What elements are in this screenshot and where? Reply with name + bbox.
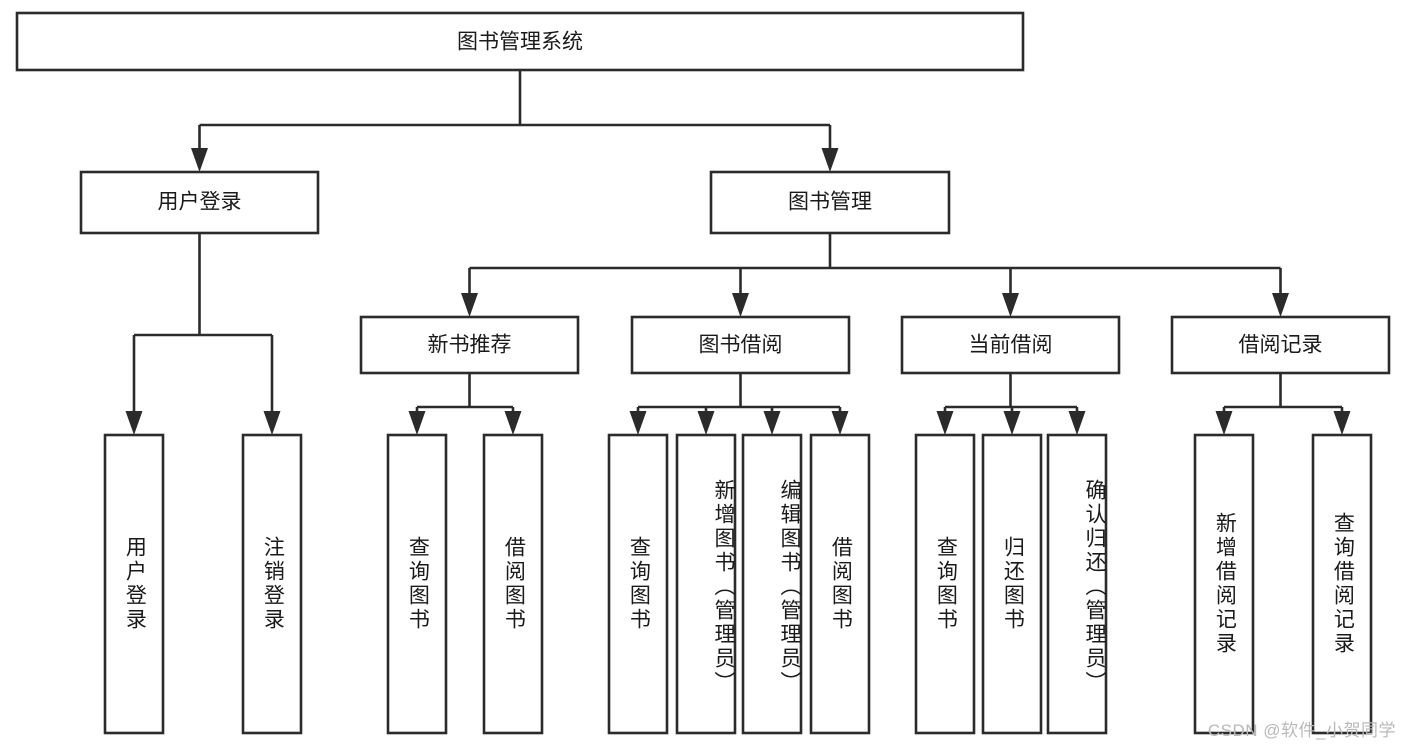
connector-group-user-login xyxy=(125,233,281,435)
leaf-query-record-rect[interactable] xyxy=(1311,433,1373,735)
leaf-query-book-1-rect[interactable] xyxy=(386,433,448,735)
leaf-confirm-return-rect[interactable] xyxy=(1046,433,1108,735)
node-book-borrow[interactable]: 图书借阅 xyxy=(630,315,851,375)
leaf-query-book-2-rect[interactable] xyxy=(607,433,669,735)
arrow-nb-to-leaf1 xyxy=(408,411,426,435)
leaf-borrow-book-1-rect[interactable] xyxy=(482,433,544,735)
arrow-bm-to-new-book xyxy=(461,293,478,317)
node-current-borrow[interactable]: 当前借阅 xyxy=(900,315,1121,375)
node-borrow-record-rect[interactable] xyxy=(1170,315,1391,375)
node-borrow-record-label: 借阅记录 xyxy=(1239,334,1323,357)
connector-group-current-borrow xyxy=(936,373,1086,435)
node-borrow-record[interactable]: 借阅记录 xyxy=(1170,315,1391,375)
arrow-bm-to-current-borrow xyxy=(1002,293,1019,317)
connector-group-borrow-record xyxy=(1215,373,1351,435)
watermark-text: CSDN @软件_小贺同学 xyxy=(1207,721,1396,740)
arrow-bm-to-book-borrow xyxy=(732,293,749,317)
node-book-borrow-rect[interactable] xyxy=(630,315,851,375)
arrow-ul-to-leaf2 xyxy=(263,411,281,435)
arrow-br-to-leaf1 xyxy=(1215,411,1233,435)
node-current-borrow-label: 当前借阅 xyxy=(969,334,1053,357)
node-new-book-recommend-rect[interactable] xyxy=(359,315,580,375)
node-current-borrow-rect[interactable] xyxy=(900,315,1121,375)
node-book-manage[interactable]: 图书管理 xyxy=(709,170,951,235)
arrow-bm-to-borrow-record xyxy=(1272,293,1289,317)
node-user-login-label: 用户登录 xyxy=(158,191,242,214)
node-new-book-recommend-label: 新书推荐 xyxy=(428,334,512,357)
connector-group-book-manage xyxy=(461,233,1289,317)
node-root-label: 图书管理系统 xyxy=(457,31,583,54)
leaf-query-book-3-rect[interactable] xyxy=(914,433,976,735)
node-root-rect[interactable] xyxy=(15,11,1025,72)
leaf-add-book-rect[interactable] xyxy=(675,433,737,735)
arrow-cb-to-leaf2 xyxy=(1003,411,1021,435)
node-new-book-recommend[interactable]: 新书推荐 xyxy=(359,315,580,375)
leaf-borrow-book-2-rect[interactable] xyxy=(809,433,871,735)
arrow-nb-to-leaf2 xyxy=(504,411,522,435)
node-user-login-rect[interactable] xyxy=(79,170,320,235)
leaf-return-book-rect[interactable] xyxy=(981,433,1043,735)
node-book-borrow-label: 图书借阅 xyxy=(699,334,783,357)
node-root[interactable]: 图书管理系统 xyxy=(15,11,1025,72)
arrow-bb-to-leaf2 xyxy=(697,411,715,435)
node-user-login[interactable]: 用户登录 xyxy=(79,170,320,235)
node-book-manage-rect[interactable] xyxy=(709,170,951,235)
connector-group-new-book-recommend xyxy=(408,373,522,435)
leaf-node-group xyxy=(103,433,1373,735)
connector-group-book-borrow xyxy=(629,373,849,435)
arrow-ul-to-leaf1 xyxy=(125,411,143,435)
arrow-cb-to-leaf1 xyxy=(936,411,954,435)
arrow-bb-to-leaf1 xyxy=(629,411,647,435)
node-book-manage-label: 图书管理 xyxy=(788,191,872,214)
connector-group-root xyxy=(191,70,839,172)
leaf-add-record-rect[interactable] xyxy=(1193,433,1255,735)
arrow-bb-to-leaf4 xyxy=(831,411,849,435)
arrow-root-to-user-login xyxy=(191,148,208,172)
arrow-bb-to-leaf3 xyxy=(763,411,781,435)
leaf-edit-book-rect[interactable] xyxy=(741,433,803,735)
arrow-root-to-book-manage xyxy=(821,148,839,172)
leaf-user-login-rect[interactable] xyxy=(103,433,165,735)
arrow-br-to-leaf2 xyxy=(1333,411,1351,435)
arrow-cb-to-leaf3 xyxy=(1068,411,1086,435)
leaf-logout-rect[interactable] xyxy=(241,433,303,735)
